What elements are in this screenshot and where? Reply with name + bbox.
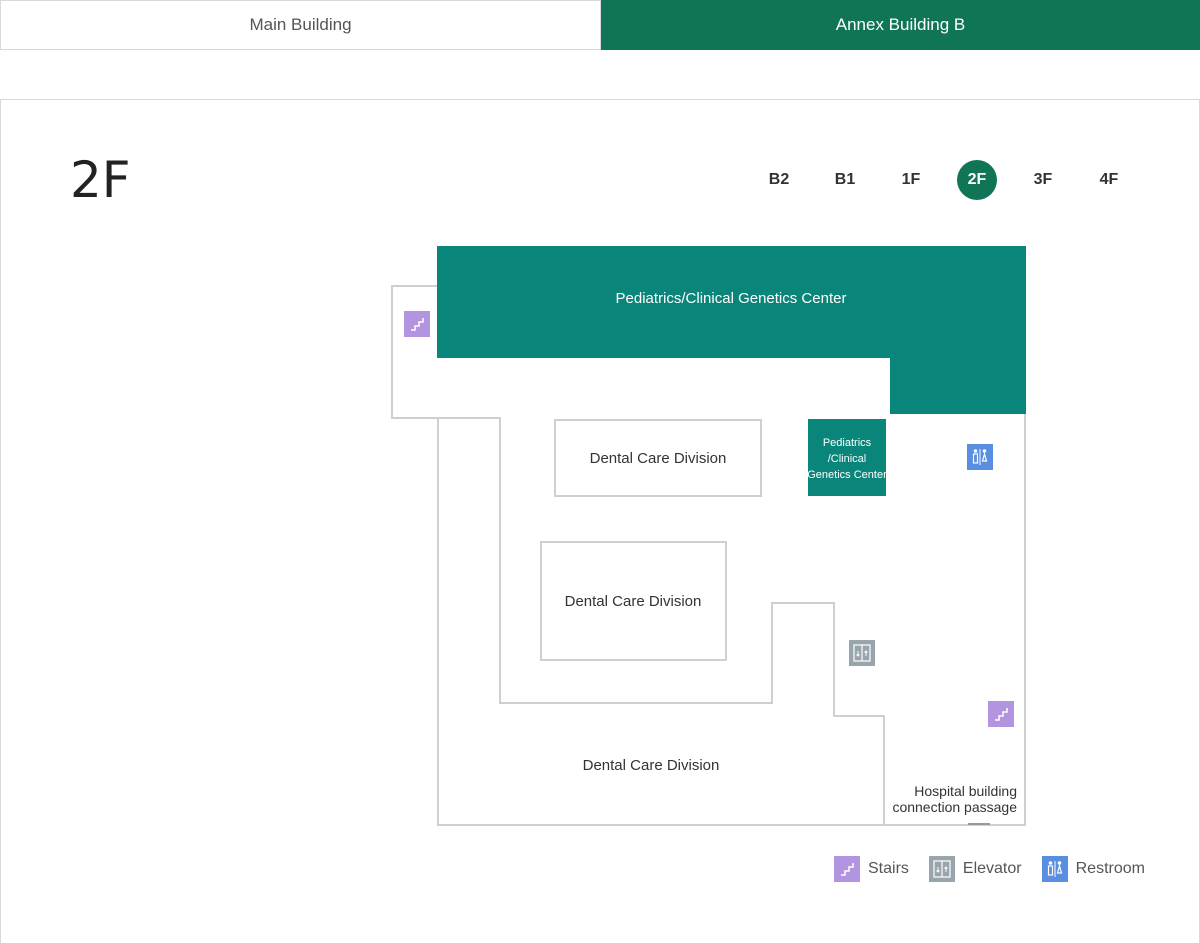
- room-pediatrics-small-label-3: Genetics Center: [807, 469, 887, 481]
- elevator-icon: [928, 856, 955, 882]
- map-legend: Stairs Elevator Restroom: [834, 856, 1165, 882]
- connection-passage-label-2: connection passage: [892, 799, 1017, 815]
- connection-passage-label-1: Hospital building: [914, 783, 1017, 799]
- legend-item-elevator: Elevator: [928, 856, 1022, 882]
- floor-button-b1[interactable]: B1: [834, 171, 856, 188]
- floor-walls: [391, 285, 1026, 826]
- room-pediatrics-small-label-2: /Clinical: [828, 453, 867, 465]
- current-floor-title: 2F: [70, 151, 131, 209]
- floor-button-2f[interactable]: 2F: [957, 160, 997, 200]
- floor-map-panel: [0, 99, 1200, 943]
- legend-label-stairs: Stairs: [868, 860, 909, 877]
- inner-corridor-wall: [438, 417, 885, 825]
- restroom-icon: [1041, 856, 1068, 882]
- room-pediatrics-main-label: Pediatrics/Clinical Genetics Center: [616, 290, 847, 307]
- elevator-icon[interactable]: [849, 640, 875, 666]
- stairs-icon: [834, 856, 860, 882]
- legend-label-elevator: Elevator: [962, 860, 1022, 877]
- floor-button-1f[interactable]: 1F: [901, 171, 921, 188]
- room-dental-3-label: Dental Care Division: [583, 757, 720, 774]
- room-dental-2-label: Dental Care Division: [565, 593, 702, 610]
- room-pediatrics-small-label-1: Pediatrics: [823, 437, 872, 449]
- restroom-icon[interactable]: [967, 444, 993, 470]
- legend-item-stairs: Stairs: [834, 856, 909, 882]
- legend-label-restroom: Restroom: [1075, 860, 1145, 877]
- tab-main-building[interactable]: Main Building: [0, 0, 601, 50]
- room-dental-1-label: Dental Care Division: [590, 450, 727, 467]
- floor-button-3f[interactable]: 3F: [1033, 171, 1053, 188]
- room-dental-1[interactable]: [554, 419, 762, 497]
- floor-button-4f[interactable]: 4F: [1099, 171, 1119, 188]
- room-pediatrics-small[interactable]: [808, 419, 886, 496]
- room-dental-2[interactable]: [540, 541, 727, 661]
- tab-annex-building-b[interactable]: Annex Building B: [601, 0, 1200, 50]
- stairs-icon[interactable]: [404, 311, 430, 337]
- legend-item-restroom: Restroom: [1041, 856, 1145, 882]
- building-tabs: Main Building Annex Building B: [0, 0, 1200, 50]
- stairs-icon[interactable]: [988, 701, 1014, 727]
- floor-button-b2[interactable]: B2: [768, 171, 790, 188]
- room-pediatrics-main[interactable]: [437, 246, 1026, 414]
